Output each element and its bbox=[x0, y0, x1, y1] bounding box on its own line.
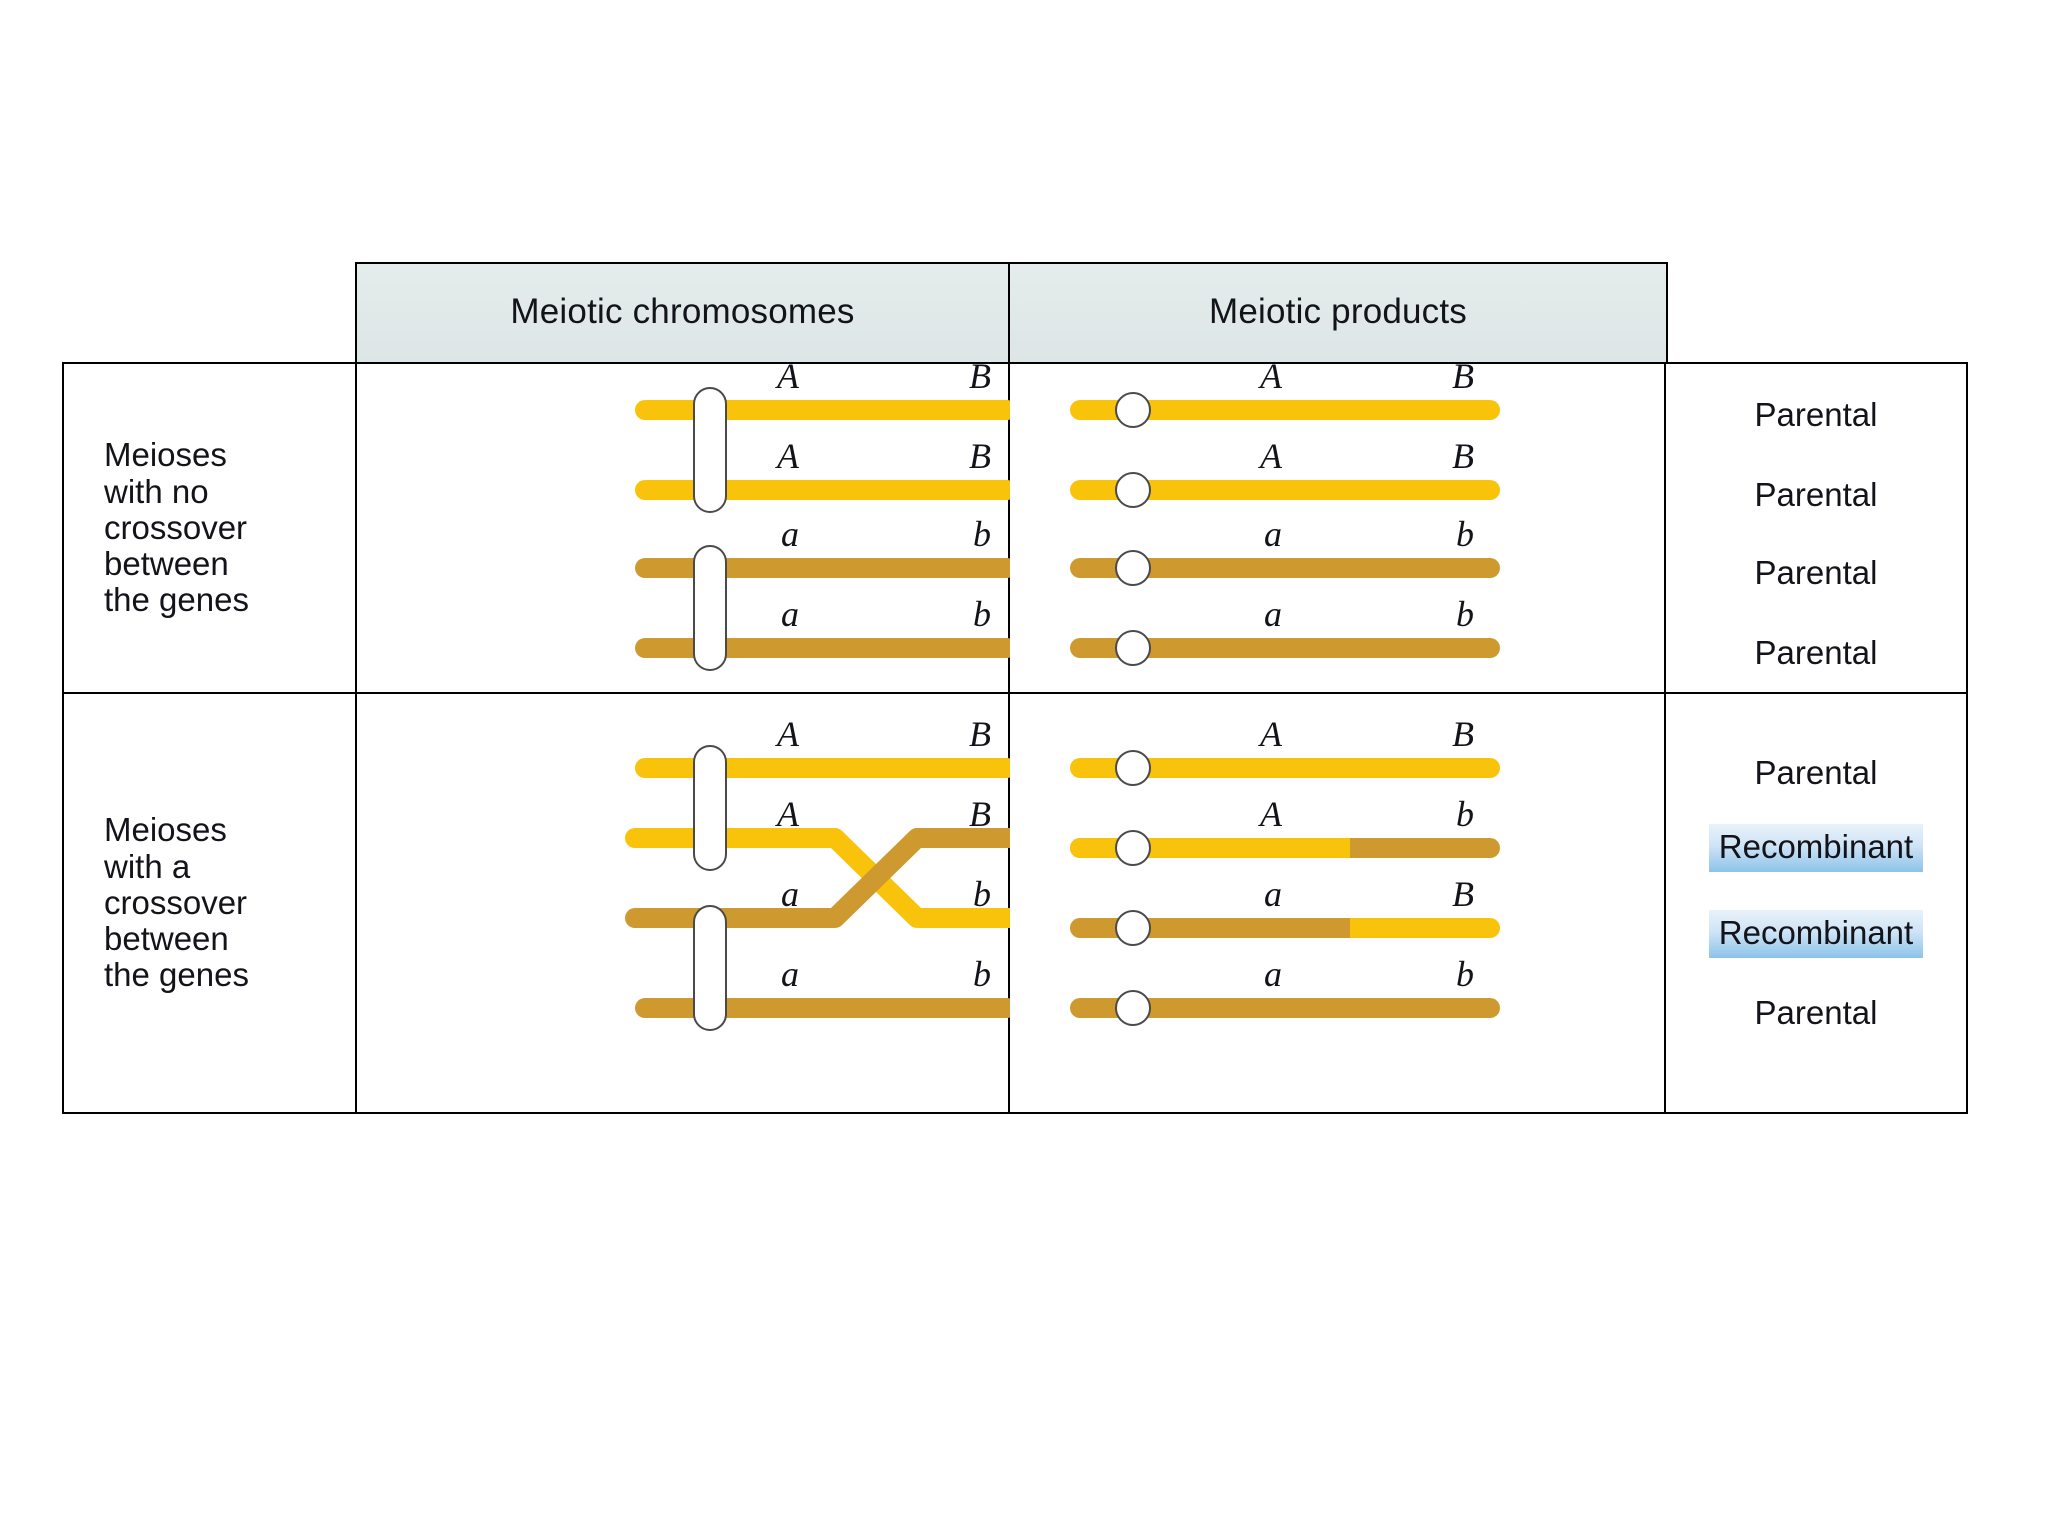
centromere-circle bbox=[1115, 472, 1151, 508]
outcome-label: Parental bbox=[1754, 754, 1878, 791]
allele-label: b bbox=[973, 514, 991, 554]
allele-label: B bbox=[1452, 436, 1474, 476]
header-meiotic-chromosomes: Meiotic chromosomes bbox=[357, 264, 1010, 362]
chromatid-bar-yellow-1 bbox=[635, 400, 1010, 420]
outcome-label: Parental bbox=[1754, 994, 1878, 1031]
outcome-cell-crossover: Parental Recombinant Recombinant Parenta… bbox=[1666, 694, 1966, 1112]
centromere-oval-brown bbox=[693, 905, 727, 1031]
centromere-oval-brown bbox=[693, 545, 727, 671]
allele-label: a bbox=[781, 514, 799, 554]
header-meiotic-products: Meiotic products bbox=[1010, 264, 1666, 362]
outcome-label: Parental bbox=[1754, 634, 1878, 671]
allele-label: A bbox=[775, 794, 800, 834]
centromere-circle bbox=[1115, 750, 1151, 786]
allele-label: b bbox=[1456, 594, 1474, 634]
allele-label: B bbox=[969, 364, 991, 396]
centromere-circle bbox=[1115, 910, 1151, 946]
allele-label: a bbox=[781, 954, 799, 994]
allele-label: A bbox=[775, 436, 800, 476]
chromatid-bar-yellow-2-crossing bbox=[625, 828, 1010, 928]
outcome-cell-no-crossover: Parental Parental Parental Parental bbox=[1666, 364, 1966, 692]
allele-label: A bbox=[1258, 714, 1283, 754]
allele-label: A bbox=[775, 364, 800, 396]
row-label-text: Meioses with a crossover between the gen… bbox=[104, 811, 249, 994]
outcome-label-recombinant: Recombinant bbox=[1666, 910, 1966, 958]
meiotic-products-diagram-crossover: A B A b a B bbox=[1070, 714, 1500, 1026]
allele-label: b bbox=[973, 954, 991, 994]
chromatid-bar-brown-1 bbox=[635, 558, 1010, 578]
allele-label: B bbox=[969, 714, 991, 754]
chromosomes-cell-no-crossover: A B A B a b a b bbox=[357, 364, 1010, 692]
allele-label: a bbox=[1264, 594, 1282, 634]
allele-label: A bbox=[1258, 436, 1283, 476]
product-bar-1 bbox=[1070, 758, 1500, 778]
meiotic-chromosomes-diagram-no-crossover: A B A B a b a b bbox=[635, 364, 1010, 671]
chromatid-bar-brown-2 bbox=[635, 638, 1010, 658]
allele-label: B bbox=[1452, 874, 1474, 914]
chromatid-bar-brown-2 bbox=[635, 998, 1010, 1018]
table-row: Meioses with a crossover between the gen… bbox=[64, 694, 1966, 1112]
allele-label: B bbox=[969, 794, 991, 834]
table-header-row: Meiotic chromosomes Meiotic products bbox=[355, 262, 1668, 362]
allele-label: b bbox=[1456, 514, 1474, 554]
product-bar-4 bbox=[1070, 638, 1500, 658]
product-bar-2 bbox=[1070, 480, 1500, 500]
allele-label: B bbox=[969, 436, 991, 476]
product-bar-2-left-cap bbox=[1070, 838, 1090, 858]
allele-label: A bbox=[1258, 364, 1283, 396]
allele-label: B bbox=[1452, 364, 1474, 396]
centromere-oval-yellow bbox=[693, 745, 727, 871]
outcome-label: Parental bbox=[1754, 554, 1878, 591]
outcome-label-recombinant: Recombinant bbox=[1666, 824, 1966, 872]
chromosomes-cell-crossover: A B A B a b a b bbox=[357, 694, 1010, 1112]
product-bar-3 bbox=[1070, 558, 1500, 578]
chromatid-bar-brown-1-crossing bbox=[625, 828, 1010, 928]
allele-label: a bbox=[1264, 514, 1282, 554]
row-label-text: Meioses with no crossover between the ge… bbox=[104, 436, 249, 619]
allele-label: A bbox=[1258, 794, 1283, 834]
allele-label: a bbox=[781, 874, 799, 914]
table-body: Meioses with no crossover between the ge… bbox=[62, 362, 1968, 1114]
centromere-circle bbox=[1115, 830, 1151, 866]
allele-label: a bbox=[781, 594, 799, 634]
outcome-label: Parental bbox=[1754, 396, 1878, 433]
meiotic-products-diagram-no-crossover: A B A B a b a b bbox=[1070, 364, 1500, 666]
product-bar-1 bbox=[1070, 400, 1500, 420]
products-cell-crossover: A B A b a B bbox=[1010, 694, 1666, 1112]
row-label-cell-no-crossover: Meioses with no crossover between the ge… bbox=[64, 364, 357, 692]
product-bar-4 bbox=[1070, 998, 1500, 1018]
meiotic-chromosomes-diagram-crossover: A B A B a b a b bbox=[625, 714, 1010, 1031]
allele-label: B bbox=[1452, 714, 1474, 754]
products-cell-no-crossover: A B A B a b a b bbox=[1010, 364, 1666, 692]
meiosis-crossover-figure: Meiotic chromosomes Meiotic products Mei… bbox=[62, 262, 1968, 1114]
allele-label: b bbox=[1456, 794, 1474, 834]
allele-label: A bbox=[775, 714, 800, 754]
allele-label: b bbox=[973, 874, 991, 914]
product-bar-3-left-cap bbox=[1070, 918, 1090, 938]
centromere-circle bbox=[1115, 392, 1151, 428]
centromere-circle bbox=[1115, 630, 1151, 666]
chromatid-bar-yellow-1 bbox=[635, 758, 1010, 778]
table-row: Meioses with no crossover between the ge… bbox=[64, 364, 1966, 694]
row-label-cell-crossover: Meioses with a crossover between the gen… bbox=[64, 694, 357, 1112]
centromere-oval-yellow bbox=[693, 387, 727, 513]
allele-label: b bbox=[973, 594, 991, 634]
outcome-label: Parental bbox=[1754, 476, 1878, 513]
chromatid-bar-yellow-2 bbox=[635, 480, 1010, 500]
centromere-circle bbox=[1115, 990, 1151, 1026]
allele-label: a bbox=[1264, 954, 1282, 994]
allele-label: a bbox=[1264, 874, 1282, 914]
centromere-circle bbox=[1115, 550, 1151, 586]
allele-label: b bbox=[1456, 954, 1474, 994]
